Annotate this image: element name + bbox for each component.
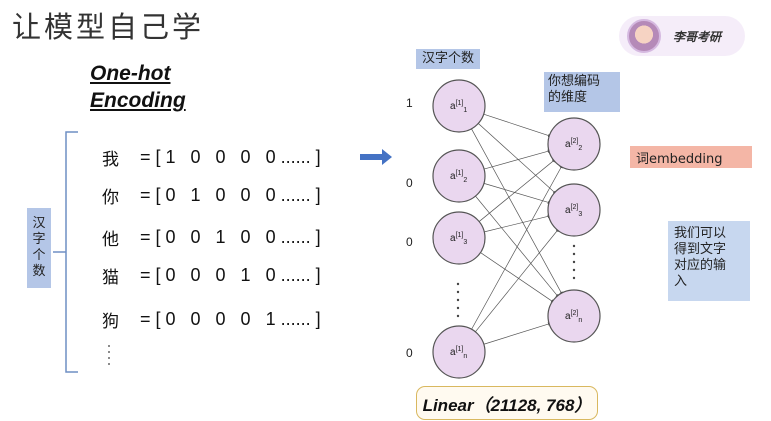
connection-edge — [478, 158, 556, 222]
row-char: 你 — [102, 187, 119, 208]
input-size-label: 汉字个数 — [416, 49, 481, 69]
onehot-row: 狗 = [ 0 0 0 0 1 ...... ] — [102, 306, 321, 332]
connection-edge — [483, 183, 552, 204]
row-vector: = [ 0 0 0 0 1 ...... ] — [140, 308, 321, 329]
brace-bracket — [65, 131, 78, 373]
hidden-node: a[2]n — [547, 289, 601, 343]
input-value: 0 — [406, 235, 413, 249]
input-node: a[1]n — [432, 325, 486, 379]
input-node-circle — [432, 211, 486, 265]
connection-edge — [475, 228, 560, 333]
connection-edge — [471, 164, 563, 330]
input-node: a[1]3 — [432, 211, 486, 265]
vocab-size-label: 汉 字 个 数 — [27, 208, 51, 288]
row-vector: = [ 0 0 1 0 0 ...... ] — [140, 226, 321, 247]
hidden-node: a[2]3 — [547, 183, 601, 237]
row-vector: = [ 1 0 0 0 0 ...... ] — [140, 146, 321, 167]
input-node-label: a[1]n — [450, 346, 467, 360]
connection-edge — [478, 123, 557, 195]
vocab-label-char: 数 — [32, 264, 46, 279]
hidden-ellipsis — [572, 244, 576, 280]
row-char: 狗 — [102, 311, 119, 332]
input-ellipsis — [456, 282, 460, 318]
logo-badge: 李哥考研 — [619, 16, 745, 56]
logo-text: 李哥考研 — [673, 29, 722, 44]
onehot-heading: One-hot Encoding — [90, 60, 186, 114]
hidden-node-label: a[2]3 — [565, 204, 582, 218]
input-value: 1 — [406, 96, 413, 110]
input-value: 0 — [406, 346, 413, 360]
input-node: a[1]1 — [432, 79, 486, 133]
hidden-size-label: 你想编码 的维度 — [544, 72, 620, 112]
note-line: 入 — [674, 274, 688, 289]
hidden-node-circle — [547, 183, 601, 237]
linear-layer-label: Linear（21128, 768） — [416, 386, 598, 420]
input-node-circle — [432, 149, 486, 203]
hidden-node-circle — [547, 289, 601, 343]
input-node-label: a[1]1 — [450, 100, 467, 114]
input-node-circle — [432, 79, 486, 133]
connection-edge — [483, 149, 552, 170]
connection-edge — [483, 113, 552, 138]
input-node-label: a[1]3 — [450, 232, 467, 246]
cartoon-avatar-icon — [627, 19, 661, 53]
onehot-row: 猫 = [ 0 0 0 1 0 ...... ] — [102, 262, 321, 288]
vocab-label-char: 个 — [32, 248, 46, 263]
right-arrow-icon — [360, 149, 392, 165]
connection-edge — [483, 322, 552, 345]
hidden-node-label: a[2]n — [565, 310, 582, 324]
row-char: 猫 — [102, 267, 119, 288]
row-vector: = [ 0 0 0 1 0 ...... ] — [140, 264, 321, 285]
rows-ellipsis — [108, 345, 110, 365]
row-vector: = [ 0 1 0 0 0 ...... ] — [140, 184, 321, 205]
onehot-line-2: Encoding — [90, 89, 186, 112]
note-line: 得到文字 — [674, 242, 727, 257]
vocab-label-char: 汉 — [32, 216, 46, 231]
row-char: 我 — [102, 149, 119, 170]
note-line: 我们可以 — [674, 226, 727, 241]
input-node: a[1]2 — [432, 149, 486, 203]
onehot-line-1: One-hot — [90, 62, 171, 85]
hidden-node-circle — [547, 117, 601, 171]
embedding-label: 词embedding — [630, 146, 752, 168]
connection-edge — [484, 214, 552, 233]
onehot-row: 我 = [ 1 0 0 0 0 ...... ] — [102, 144, 321, 170]
row-char: 他 — [102, 229, 119, 250]
hidden-label-line: 你想编码 — [548, 74, 601, 89]
connection-edge — [480, 252, 555, 303]
slide-title: 让模型自己学 — [12, 10, 205, 44]
input-node-circle — [432, 325, 486, 379]
connection-edge — [471, 128, 563, 296]
note-line: 对应的输 — [674, 258, 727, 273]
note-box: 我们可以 得到文字 对应的输 入 — [668, 221, 750, 301]
input-value: 0 — [406, 176, 413, 190]
onehot-row: 他 = [ 0 0 1 0 0 ...... ] — [102, 224, 321, 250]
hidden-node: a[2]2 — [547, 117, 601, 171]
vocab-label-char: 字 — [32, 232, 46, 247]
input-node-label: a[1]2 — [450, 170, 467, 184]
hidden-node-label: a[2]2 — [565, 138, 582, 152]
hidden-label-line: 的维度 — [548, 90, 588, 105]
onehot-row: 你 = [ 0 1 0 0 0 ...... ] — [102, 182, 321, 208]
